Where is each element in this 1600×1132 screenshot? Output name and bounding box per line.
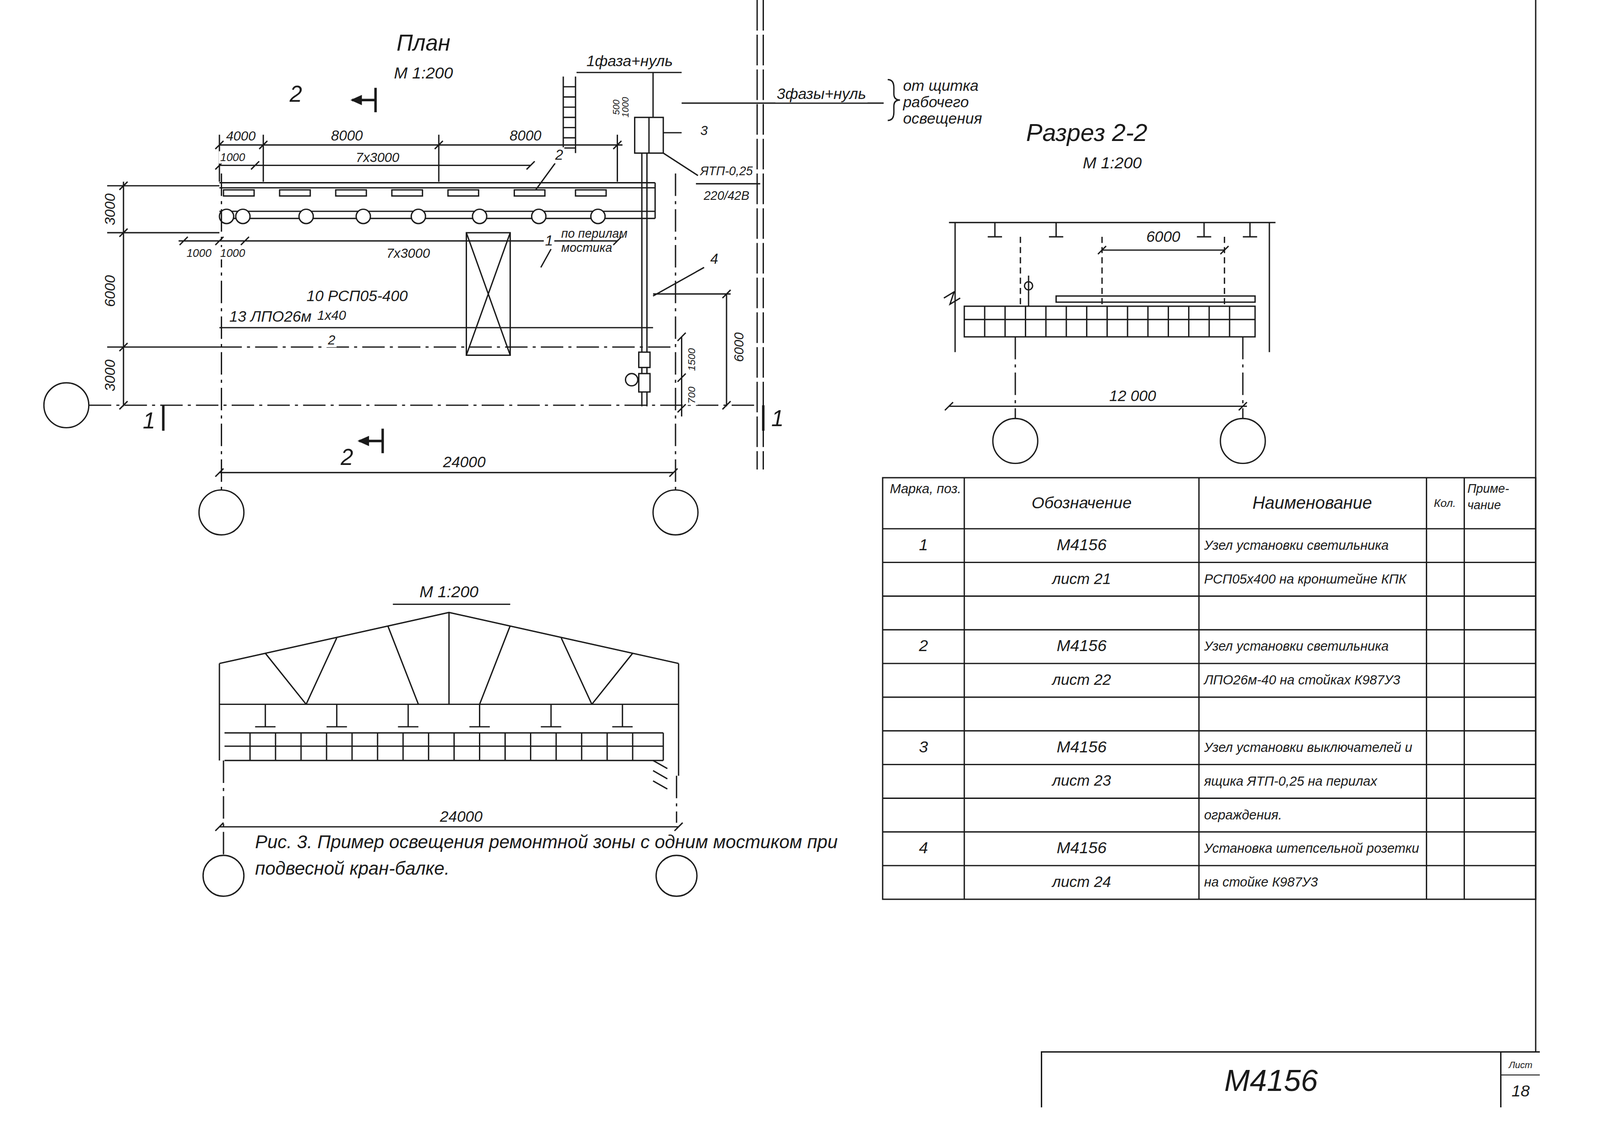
drawing-label: 1фаза+нуль xyxy=(585,52,675,70)
drawing-label: Кол. xyxy=(1432,496,1458,510)
drawing-label: М4156 xyxy=(1055,838,1108,857)
drawing-label: План xyxy=(395,30,452,56)
drawing-label: М 1:200 xyxy=(418,582,480,601)
drawing-label: М4156 xyxy=(1055,636,1108,655)
drawing-label: 1500 xyxy=(686,346,698,373)
drawing-label: Узел установки светильника ЛПО26м-40 на … xyxy=(1204,629,1423,697)
drawing-label: Наименование xyxy=(1251,493,1374,513)
drawing-label: 1 xyxy=(769,405,785,431)
drawing-label: 4 xyxy=(917,838,930,857)
drawing-label: 8000 xyxy=(508,127,543,144)
block-text: М4156 xyxy=(1224,1062,1318,1098)
drawing-label: 2 xyxy=(288,81,304,107)
drawing-label: 4 xyxy=(708,251,720,267)
drawing-label: 3фазы+нуль xyxy=(775,85,868,103)
drawing-label: М4156 xyxy=(1055,737,1108,756)
drawing-label: 2 xyxy=(553,147,565,163)
drawing-label: 1000 xyxy=(218,246,247,260)
drawing-label: 4000 xyxy=(224,128,258,144)
drawing-label: лист 24 xyxy=(1050,873,1113,891)
drawing-label: М 1:200 xyxy=(1081,154,1143,172)
drawing-label: 24000 xyxy=(438,807,484,825)
drawing-label: М4156 xyxy=(1055,535,1108,554)
section-2-2 xyxy=(943,222,1276,464)
drawing-label: 1000 xyxy=(218,150,247,164)
drawing-label: 1000 xyxy=(620,95,631,120)
drawing-label: Установка штепсельной розетки на стойке … xyxy=(1204,831,1423,899)
drawing-label: 2 xyxy=(917,636,930,655)
drawing-label: Приме-чание xyxy=(1467,480,1533,514)
drawing-label: 3 xyxy=(917,737,930,756)
sheet-box: Лист 18 xyxy=(1500,1050,1540,1107)
drawing-label: лист 21 xyxy=(1050,570,1113,588)
specification-table xyxy=(882,477,1536,899)
drawing-label: 1 xyxy=(917,535,930,554)
drawing-label: лист 23 xyxy=(1050,772,1113,790)
drawing-label: 6000 xyxy=(1144,228,1182,246)
drawing-label: Узел установки выключателей и ящика ЯТП-… xyxy=(1204,730,1423,832)
drawing-label: 8000 xyxy=(329,127,365,144)
drawing-label: 3 xyxy=(699,123,710,138)
drawing-label: 24000 xyxy=(441,453,487,471)
drawing-label: 3000 xyxy=(102,358,118,393)
drawing-label: 7х3000 xyxy=(384,245,432,261)
drawing-label: 2 xyxy=(326,332,337,348)
drawing-label: ЯТП-0,25 xyxy=(698,164,754,179)
drawing-label: 700 xyxy=(686,384,698,405)
drawing-label: 3000 xyxy=(102,192,118,227)
frame-line xyxy=(1535,0,1537,1051)
block-value: 18 xyxy=(1501,1074,1540,1100)
drawing-label: 10 РСП05-400 xyxy=(305,287,410,305)
drawing-label: 1 xyxy=(543,233,555,249)
drawing-label: 2 xyxy=(339,444,355,470)
drawing-label: по перилам мостика xyxy=(561,226,639,256)
drawing-label: Марка, поз. xyxy=(889,480,962,498)
drawing-label: 220/42В xyxy=(702,189,751,203)
longitudinal-section xyxy=(202,603,697,896)
drawing-label: Обозначение xyxy=(1030,493,1133,512)
drawing-label: 6000 xyxy=(102,273,118,309)
drawing-label: 6000 xyxy=(731,330,747,364)
drawing-label: 1 xyxy=(141,408,157,433)
drawing-label: Узел установки светильника РСП05х400 на … xyxy=(1204,528,1423,597)
drawing-label: 12 000 xyxy=(1107,387,1158,405)
plan-view xyxy=(43,0,900,535)
block-text: Лист xyxy=(1508,1059,1533,1071)
drawing-label: 7х3000 xyxy=(354,150,401,165)
drawing-label: 1000 xyxy=(185,246,213,260)
title-block: М4156 xyxy=(1040,1050,1501,1107)
drawing-label: М 1:200 xyxy=(392,64,455,83)
drawing-label: 13 ЛПО26м xyxy=(228,307,313,325)
drawing-label: лист 22 xyxy=(1050,671,1113,689)
drawing-label: от щитка рабочего освещения xyxy=(903,77,1016,127)
drawing-label: 1х40 xyxy=(316,307,348,323)
drawing-label: Разрез 2-2 xyxy=(1024,119,1149,146)
figure-caption: Рис. 3. Пример освещения ремонтной зоны … xyxy=(254,828,868,882)
